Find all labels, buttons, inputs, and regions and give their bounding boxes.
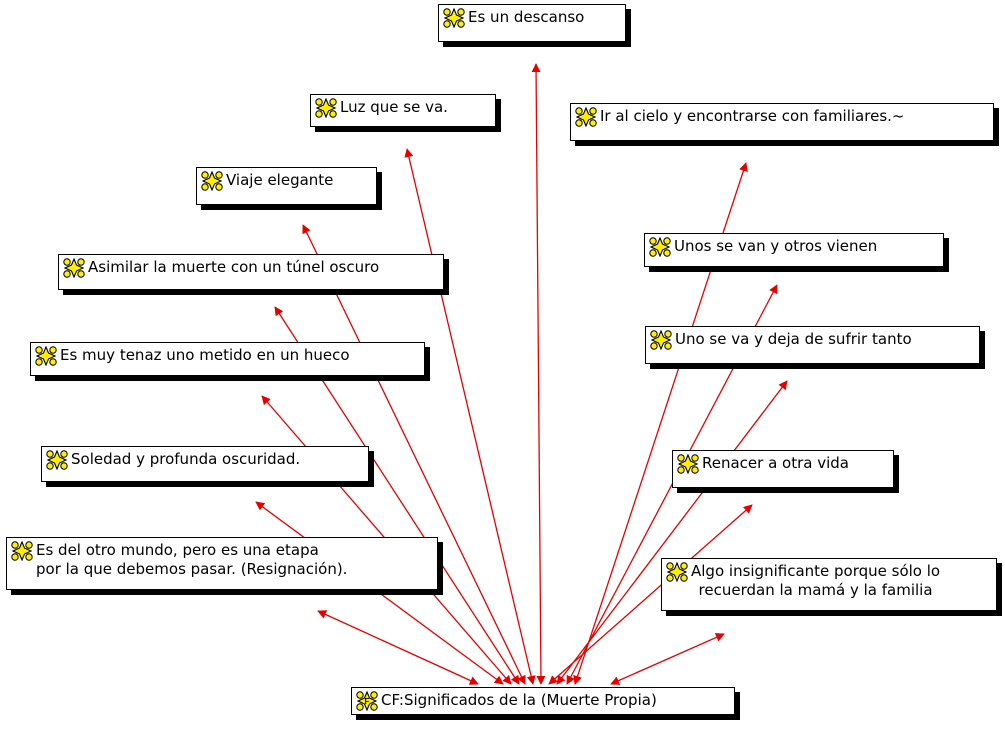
code-label: Uno se va y deja de sufrir tanto (675, 330, 912, 348)
edge-descanso (531, 63, 546, 685)
code-star-icon (315, 98, 337, 118)
code-node-cielo[interactable]: Ir al cielo y encontrarse con familiares… (570, 103, 994, 141)
root-label: CF:Significados de la (Muerte Propia) (381, 691, 657, 709)
code-star-icon (650, 330, 672, 350)
edge-luz (404, 148, 536, 685)
code-family-icon: F (356, 691, 378, 711)
code-node-renacer[interactable]: Renacer a otra vida (672, 450, 894, 488)
code-star-icon (575, 107, 597, 127)
code-star-icon (11, 541, 33, 561)
code-label: Unos se van y otros vienen (674, 237, 878, 255)
code-node-tunel[interactable]: Asimilar la muerte con un túnel oscuro (58, 254, 444, 290)
code-star-icon (201, 171, 223, 191)
code-node-tenaz[interactable]: Es muy tenaz uno metido en un hueco (30, 342, 425, 376)
code-label: Es un descanso (468, 8, 585, 26)
code-star-icon (35, 346, 57, 366)
code-node-viaje[interactable]: Viaje elegante (196, 167, 377, 205)
code-node-luz[interactable]: Luz que se va. (310, 94, 496, 127)
code-node-van-vienen[interactable]: Unos se van y otros vienen (644, 233, 944, 267)
edge-otro-mundo (317, 610, 479, 685)
root-node[interactable]: F CF:Significados de la (Muerte Propia) (351, 687, 735, 715)
code-label: Soledad y profunda oscuridad. (71, 450, 301, 468)
code-label: Luz que se va. (340, 98, 448, 116)
code-star-icon (443, 8, 465, 28)
edge-soledad (255, 501, 504, 685)
code-node-descanso[interactable]: Es un descanso (438, 4, 626, 42)
edge-renacer (548, 504, 753, 685)
code-label: Viaje elegante (226, 171, 334, 189)
code-label: Asimilar la muerte con un túnel oscuro (88, 258, 380, 276)
svg-text:F: F (365, 697, 370, 706)
code-node-sufrir[interactable]: Uno se va y deja de sufrir tanto (645, 326, 980, 364)
code-star-icon (666, 562, 688, 582)
edge-sufrir (556, 380, 788, 685)
code-label: Es del otro mundo, pero es una etapa por… (36, 541, 348, 578)
code-star-icon (46, 450, 68, 470)
code-node-otro-mundo[interactable]: Es del otro mundo, pero es una etapa por… (6, 537, 438, 590)
code-label: Ir al cielo y encontrarse con familiares… (600, 107, 905, 125)
code-node-insignificante[interactable]: Algo insignificante porque sólo lo recue… (661, 558, 997, 611)
code-star-icon (677, 454, 699, 474)
code-star-icon (649, 237, 671, 257)
code-label: Algo insignificante porque sólo lo recue… (691, 562, 941, 599)
edge-insignificante (610, 633, 725, 685)
code-label: Es muy tenaz uno metido en un hueco (60, 346, 350, 364)
code-label: Renacer a otra vida (702, 454, 849, 472)
code-node-soledad[interactable]: Soledad y profunda oscuridad. (41, 446, 369, 482)
code-star-icon (63, 258, 85, 278)
